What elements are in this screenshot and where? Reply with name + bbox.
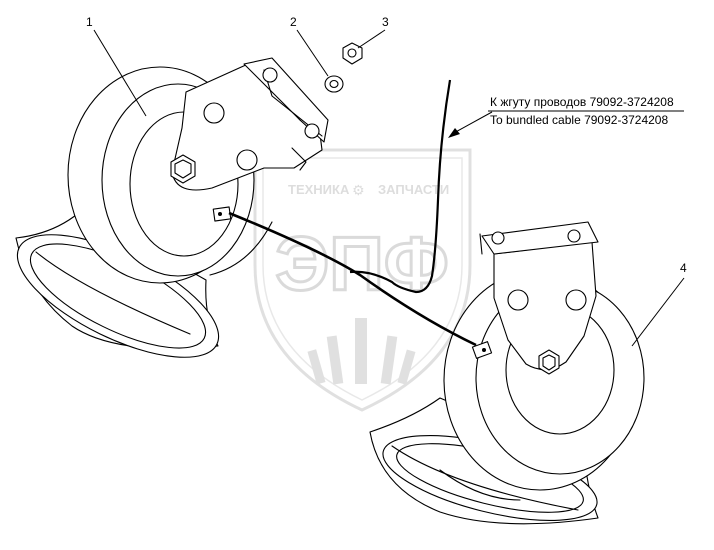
leader-lines	[93, 29, 685, 347]
horn-right	[369, 221, 645, 525]
callout-4: 4	[680, 261, 687, 275]
watermark-letters: ЭПФ	[275, 222, 449, 307]
callout-1: 1	[86, 15, 93, 29]
washer	[324, 75, 344, 93]
cable-note-ru: К жгуту проводов 79092-3724208	[490, 95, 674, 109]
watermark-arc-left: ТЕХНИКА	[288, 182, 350, 197]
callout-2: 2	[290, 15, 297, 29]
watermark-shield: ТЕХНИКА ⚙ ЗАПЧАСТИ ЭПФ	[253, 148, 472, 412]
hex-nut	[342, 42, 363, 65]
cable-note-en: To bundled cable 79092-3724208	[490, 113, 668, 127]
watermark-gear-icon: ⚙	[352, 182, 365, 198]
watermark-wheat-icon	[307, 318, 416, 385]
callout-3: 3	[382, 15, 389, 29]
horn-left	[15, 57, 329, 358]
watermark-arc-right: ЗАПЧАСТИ	[378, 182, 449, 197]
cable-bundle	[228, 79, 477, 347]
